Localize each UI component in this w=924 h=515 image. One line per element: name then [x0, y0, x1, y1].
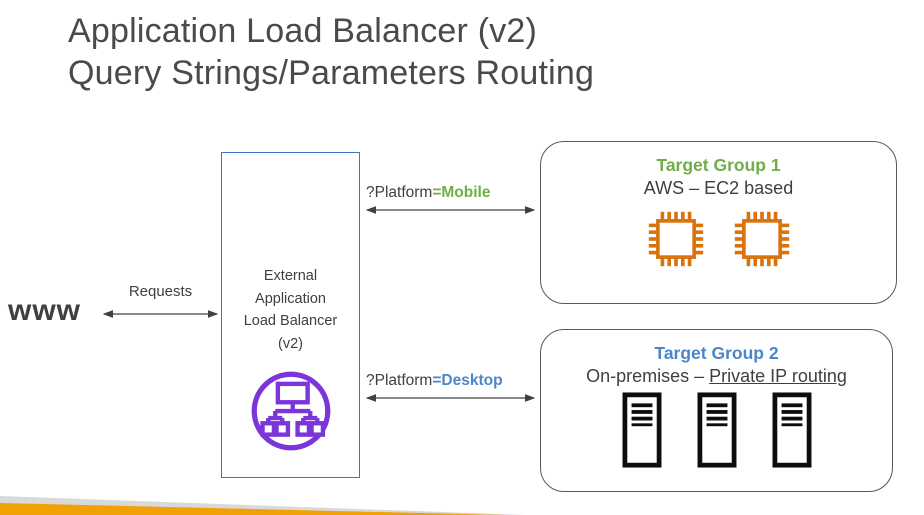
desktop-route-value: =Desktop — [432, 372, 503, 389]
alb-label-line-4: (v2) — [278, 335, 303, 352]
ec2-chip-icon — [648, 211, 703, 267]
requests-arrow-label: Requests — [128, 283, 193, 300]
target-group-1-box: Target Group 1 AWS – EC2 based — [540, 141, 897, 304]
alb-label-line-2: Application — [255, 290, 326, 307]
server-icon — [622, 392, 661, 468]
ec2-chip-icon — [734, 211, 789, 267]
desktop-route-prefix: ?Platform — [366, 372, 433, 389]
mobile-route-prefix: ?Platform — [366, 184, 433, 201]
title-line-2: Query Strings/Parameters Routing — [68, 54, 595, 92]
mobile-route-label: ?Platform=Mobile — [366, 184, 490, 202]
target-group-2-subtitle-prefix: On-premises – — [586, 366, 710, 386]
alb-label-line-1: External — [263, 268, 318, 284]
title-line-1: Application Load Balancer (v2) — [68, 12, 538, 50]
elastic-load-balancer-icon — [251, 371, 330, 451]
on-premises-servers — [541, 392, 892, 468]
mobile-route-value: =Mobile — [432, 184, 491, 201]
desktop-route-label: ?Platform=Desktop — [366, 372, 503, 390]
target-group-2-subtitle-underlined: Private IP routing — [709, 366, 847, 386]
www-client-label: www — [8, 294, 82, 327]
alb-box: External Application Load Balancer (v2) — [221, 152, 360, 478]
server-icon — [697, 392, 736, 468]
ec2-instances — [541, 210, 896, 268]
alb-label: External Application Load Balancer (v2) — [222, 265, 359, 355]
target-group-1-title: Target Group 1 — [656, 155, 781, 175]
target-group-1-subtitle: AWS – EC2 based — [643, 178, 794, 198]
page-title: Application Load Balancer (v2) Query Str… — [68, 10, 594, 94]
server-icon — [772, 392, 811, 468]
target-group-2-box: Target Group 2 On-premises – Private IP … — [540, 329, 893, 492]
target-group-2-title: Target Group 2 — [654, 343, 779, 363]
target-group-2-subtitle: On-premises – Private IP routing — [541, 364, 892, 388]
alb-label-line-3: Load Balancer — [243, 313, 338, 329]
